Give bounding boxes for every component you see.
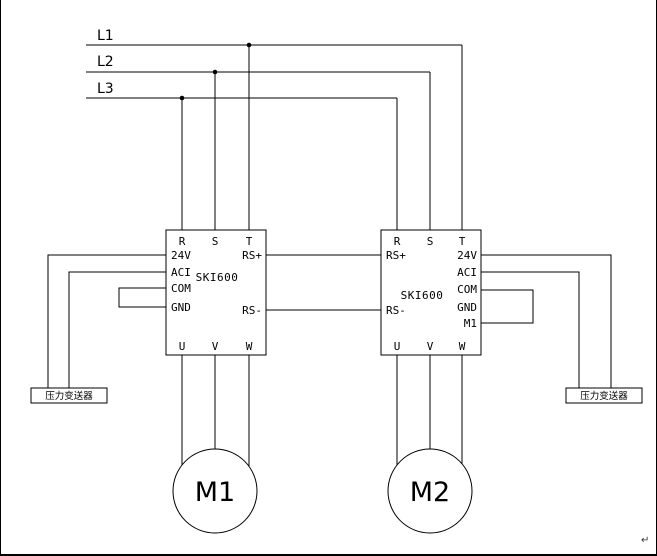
drive-left-terminal-w: W — [246, 340, 253, 353]
junction-dot-l2 — [212, 69, 218, 75]
drive-left-terminal-u: U — [179, 340, 186, 353]
drive-left-terminal-aci: ACI — [171, 266, 191, 279]
wire-left-com-gnd-jumper — [118, 287, 166, 308]
junction-dot-l1 — [246, 42, 252, 48]
drive-right-terminal-aci: ACI — [457, 266, 477, 279]
corner-return-mark: ↵ — [641, 535, 649, 546]
wire-left-aci — [68, 271, 166, 388]
drive-right-terminal-rsminus: RS- — [386, 304, 406, 317]
wire-right-aci — [481, 271, 580, 388]
junction-dot-l3 — [179, 95, 185, 101]
drive-left-terminal-24v: 24V — [171, 249, 191, 262]
drive-left-terminal-t: T — [246, 235, 253, 248]
wire-right-com-m1-jumper — [481, 289, 534, 324]
motor-right-label: M2 — [410, 477, 450, 508]
drive-right-terminal-r: R — [394, 235, 401, 248]
drive-right-model: SKI600 — [401, 289, 444, 302]
transmitter-right-label: 压力变送器 — [580, 390, 628, 402]
l1-label: L1 — [97, 28, 114, 44]
l2-label: L2 — [97, 54, 114, 70]
transmitter-left-label: 压力变送器 — [45, 390, 93, 402]
drive-left-terminal-r: R — [179, 235, 186, 248]
l3-label: L3 — [97, 81, 114, 97]
drive-left-box — [165, 229, 267, 356]
motor-left-circle — [172, 448, 258, 534]
wire-right-24v — [481, 254, 612, 388]
drive-left-terminal-v: V — [212, 340, 219, 353]
drive-right-terminal-m1: M1 — [464, 317, 477, 330]
transmitter-left-box — [30, 387, 108, 404]
drive-right-terminal-rsplus: RS+ — [386, 249, 406, 262]
drive-left-model: SKI600 — [196, 271, 239, 284]
drive-right-terminal-w: W — [459, 340, 466, 353]
drive-right-box — [380, 229, 482, 356]
drive-left-terminal-rsminus: RS- — [242, 304, 262, 317]
motor-right-circle — [387, 448, 473, 534]
drive-right-terminal-u: U — [394, 340, 401, 353]
drive-left-terminal-rsplus: RS+ — [242, 249, 262, 262]
wire-left-24v — [47, 254, 166, 388]
motor-left-label: M1 — [195, 477, 235, 508]
drive-right-terminal-gnd: GND — [457, 301, 477, 314]
drive-right-terminal-t: T — [459, 235, 466, 248]
drive-right-terminal-24v: 24V — [457, 249, 477, 262]
drive-right-terminal-v: V — [427, 340, 434, 353]
drive-right-terminal-s: S — [427, 235, 434, 248]
drive-left-terminal-s: S — [212, 235, 219, 248]
transmitter-right-box — [565, 387, 643, 404]
drive-right-terminal-com: COM — [457, 283, 477, 296]
drive-left-terminal-com: COM — [171, 282, 191, 295]
drive-left-terminal-gnd: GND — [171, 301, 191, 314]
